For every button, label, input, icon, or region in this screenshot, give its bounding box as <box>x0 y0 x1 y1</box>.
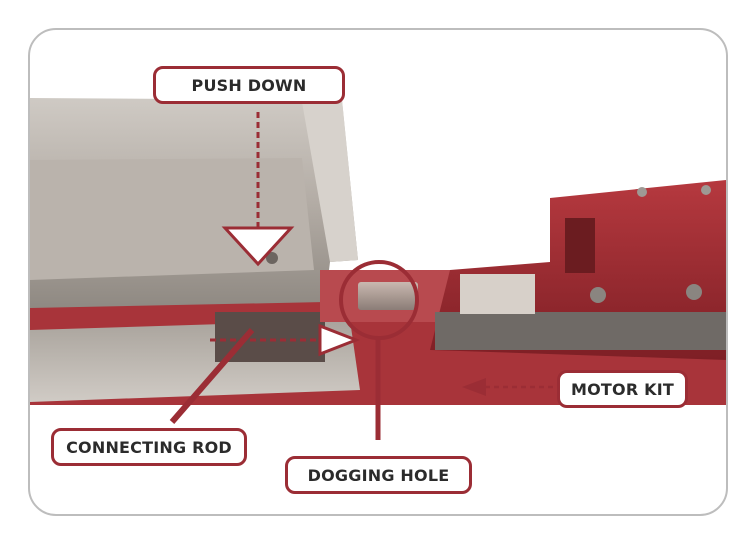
motor-kit-screw-1 <box>590 287 606 303</box>
hardware-photo <box>30 98 726 440</box>
connecting-rod-label: CONNECTING ROD <box>51 428 247 466</box>
push-down-label: PUSH DOWN <box>153 66 345 104</box>
motor-kit-screw-2 <box>686 284 702 300</box>
motor-kit-slot <box>565 218 595 273</box>
connecting-rod-connector <box>169 328 255 424</box>
motor-kit-arrowhead <box>462 378 486 396</box>
motor-kit-screw-4 <box>701 185 711 195</box>
motor-kit-block <box>460 274 535 314</box>
upper-extrusion-lip <box>302 100 358 262</box>
push-down-arrowhead <box>221 226 295 267</box>
photo-frame <box>28 28 728 516</box>
motor-kit-label: MOTOR KIT <box>557 370 688 408</box>
dogging-slot <box>358 282 418 310</box>
rod-arrowhead <box>318 323 361 357</box>
motor-kit-screw-3 <box>637 187 647 197</box>
dogging-hole-label: DOGGING HOLE <box>285 456 472 494</box>
motor-kit-rail <box>435 312 726 350</box>
extrusion-screw-hole <box>266 252 278 264</box>
